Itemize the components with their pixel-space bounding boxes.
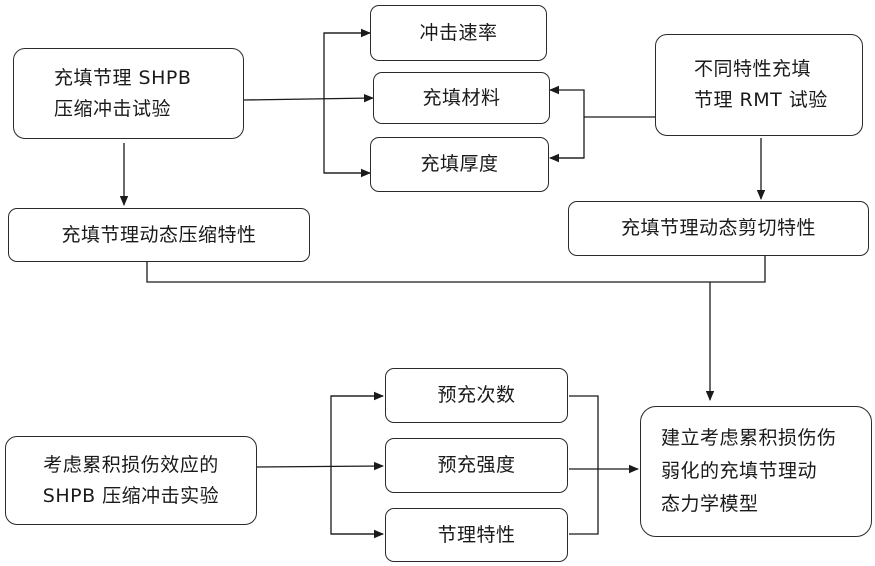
box-impact-rate: 冲击速率 <box>370 5 547 61</box>
shpb-test-line-1: 充填节理 SHPB <box>54 63 191 94</box>
impact-rate-label: 冲击速率 <box>419 18 497 49</box>
model-line-1: 建立考虑累积损伤伤 <box>661 422 837 455</box>
fill-thickness-label: 充填厚度 <box>420 149 498 180</box>
pre-strength-label: 预充强度 <box>437 450 515 481</box>
model-line-3: 态力学模型 <box>661 488 837 521</box>
box-shpb-test: 充填节理 SHPB 压缩冲击试验 <box>13 48 244 139</box>
rmt-test-line-1: 不同特性充填 <box>694 54 828 85</box>
dynamic-shear-label: 充填节理动态剪切特性 <box>621 213 816 244</box>
box-fill-thickness: 充填厚度 <box>370 137 549 192</box>
bracket-factors-to-model <box>569 396 598 534</box>
box-pre-count: 预充次数 <box>385 368 568 423</box>
box-model: 建立考虑累积损伤伤 弱化的充填节理动 态力学模型 <box>640 406 872 537</box>
rmt-test-line-2: 节理 RMT 试验 <box>694 85 828 116</box>
box-dynamic-compression: 充填节理动态压缩特性 <box>8 208 310 262</box>
arrow-shpb-to-material <box>244 98 373 100</box>
box-cumulative-test: 考虑累积损伤效应的 SHPB 压缩冲击实验 <box>5 436 257 525</box>
arrow-cumulative-to-strength <box>257 466 383 467</box>
cumulative-test-line-1: 考虑累积损伤效应的 <box>43 450 219 481</box>
cumulative-test-line-2: SHPB 压缩冲击实验 <box>43 481 219 512</box>
dynamic-compression-label: 充填节理动态压缩特性 <box>61 220 256 251</box>
model-line-2: 弱化的充填节理动 <box>661 455 837 488</box>
bracket-rmt-factors <box>550 117 655 158</box>
shpb-test-line-2: 压缩冲击试验 <box>54 94 191 125</box>
box-pre-strength: 预充强度 <box>385 438 568 493</box>
box-dynamic-shear: 充填节理动态剪切特性 <box>568 201 869 256</box>
box-fill-material: 充填材料 <box>373 72 550 124</box>
bracket-shpb-factors <box>324 33 374 173</box>
pre-count-label: 预充次数 <box>437 380 515 411</box>
arrow-rmt-to-material <box>550 90 584 117</box>
bracket-cumulative-factors <box>331 396 383 534</box>
box-joint-property: 节理特性 <box>385 508 568 562</box>
fill-material-label: 充填材料 <box>422 83 500 114</box>
joint-property-label: 节理特性 <box>437 520 515 551</box>
box-rmt-test: 不同特性充填 节理 RMT 试验 <box>655 34 863 136</box>
